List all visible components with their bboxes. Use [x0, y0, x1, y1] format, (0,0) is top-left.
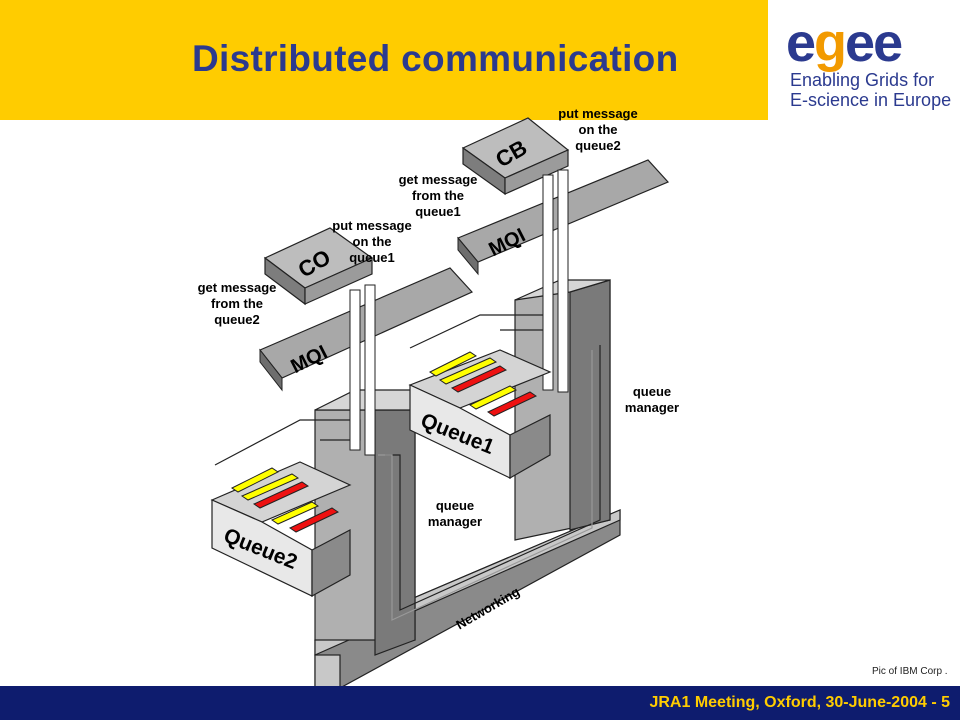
svg-text:on the: on the [353, 234, 392, 249]
svg-text:queue1: queue1 [415, 204, 461, 219]
queue-manager-left [314, 389, 416, 656]
svg-text:manager: manager [428, 514, 482, 529]
svg-text:put message: put message [332, 218, 411, 233]
queue2-messages [231, 467, 340, 533]
logo-tagline-1: Enabling Grids for [790, 70, 935, 90]
svg-text:queue2: queue2 [214, 312, 260, 327]
annotation-co-get: get message from the queue2 [198, 280, 277, 327]
footer-text: JRA1 Meeting, Oxford, 30-June-2004 - 5 [649, 694, 950, 711]
channel-pipes [214, 314, 601, 621]
queue1-messages [429, 351, 538, 417]
header-band [0, 0, 768, 120]
footer-band: JRA1 Meeting, Oxford, 30-June-2004 - 5 [0, 686, 960, 720]
message-paths [349, 169, 569, 456]
svg-text:queue: queue [633, 384, 671, 399]
svg-text:manager: manager [625, 400, 679, 415]
annotation-cb-get: get message from the queue1 [399, 172, 478, 219]
svg-text:get message: get message [399, 172, 478, 187]
mq-diagram: Networking MQI MQI CO [198, 106, 679, 689]
svg-text:queue: queue [436, 498, 474, 513]
slide-title: Distributed communication [192, 38, 679, 79]
annotation-qm-right: queue manager [625, 384, 679, 415]
annotation-co-put: put message on the queue1 [332, 218, 411, 265]
image-credit: Pic of IBM Corp . [872, 666, 948, 677]
svg-text:get message: get message [198, 280, 277, 295]
svg-text:put message: put message [558, 106, 637, 121]
logo-wordmark: egee [786, 13, 903, 73]
svg-text:queue1: queue1 [349, 250, 395, 265]
queue1: Queue1 [408, 349, 552, 480]
svg-text:from the: from the [211, 296, 263, 311]
app-cb: CB [461, 117, 570, 196]
egee-logo: egee Enabling Grids for E-science in Eur… [786, 13, 951, 116]
svg-text:on the: on the [579, 122, 618, 137]
svg-text:queue2: queue2 [575, 138, 621, 153]
app-co: CO [263, 227, 374, 306]
annotation-qm-left: queue manager [428, 498, 482, 529]
annotation-cb-put: put message on the queue2 [558, 106, 637, 153]
logo-tagline-2: E-science in Europe [790, 90, 952, 110]
svg-text:from the: from the [412, 188, 464, 203]
